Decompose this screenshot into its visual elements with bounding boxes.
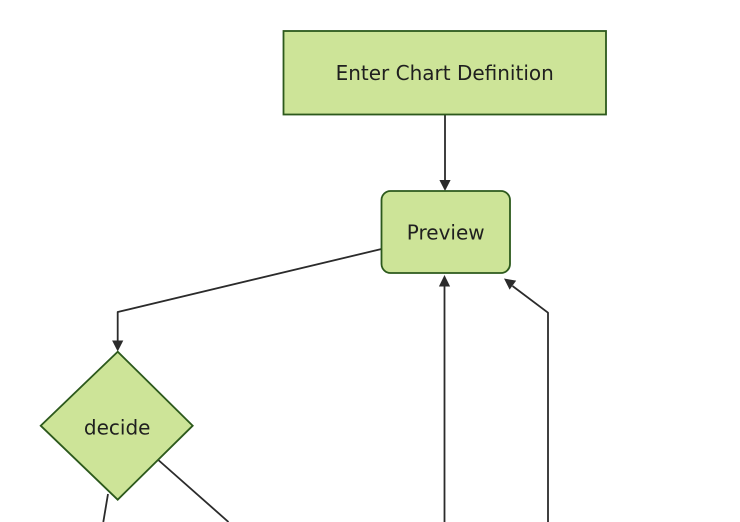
node-decide: decide (39, 350, 194, 501)
node-preview-label: Preview (407, 221, 485, 245)
node-enter-chart-definition-shape (282, 30, 607, 116)
edge-decide-offscreen-right-line (157, 459, 230, 522)
edge-preview-to-decide (112, 248, 382, 352)
node-enter-chart-definition: Enter Chart Definition (282, 30, 607, 116)
node-enter-chart-definition-label: Enter Chart Definition (336, 61, 554, 85)
arrowhead-down-icon (112, 340, 124, 352)
edge-bottom-to-preview-corner (504, 278, 549, 522)
edge-preview-to-decide-line (116, 248, 382, 342)
edge-enter-to-preview (439, 114, 451, 191)
edge-bottom-to-preview-corner-line (511, 285, 549, 522)
edge-decide-offscreen-right (157, 459, 230, 522)
edge-decide-offscreen-left (102, 493, 109, 522)
node-preview: Preview (380, 190, 511, 274)
edge-bottom-to-preview-center (438, 275, 451, 522)
arrowhead-up-icon (438, 275, 451, 287)
arrowhead-down-icon (439, 180, 451, 191)
node-preview-shape (380, 190, 511, 274)
arrowhead-up-left-icon (504, 278, 517, 290)
node-decide-label: decide (84, 416, 151, 440)
edge-decide-offscreen-left-line (102, 493, 109, 522)
node-decide-shape (39, 350, 194, 501)
